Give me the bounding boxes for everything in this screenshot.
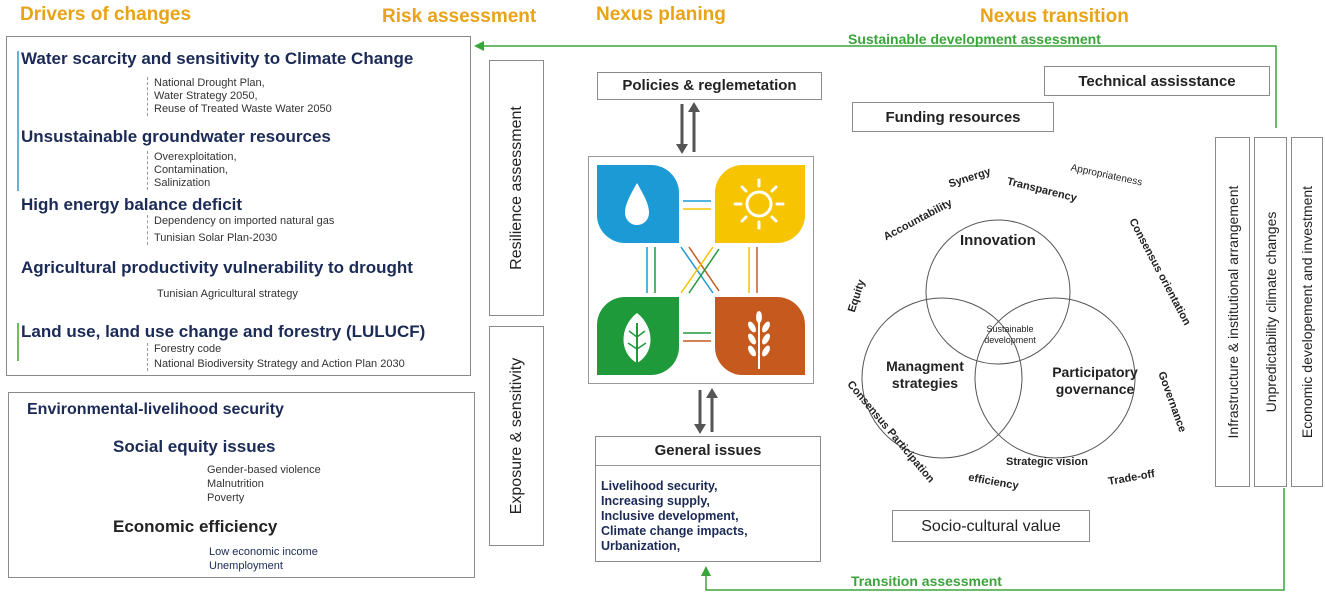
transition-assessment-label: Transition assessment (851, 573, 1002, 589)
venn-diagram (861, 219, 1136, 459)
economic-development-label: Economic developement and investment (1299, 185, 1315, 439)
up-arrow-head (706, 388, 718, 398)
issue-item: Increasing supply, (601, 494, 710, 508)
sun-tile (714, 165, 805, 243)
driver-item: Tunisian Solar Plan-2030 (154, 232, 278, 244)
general-exchange-arrows (694, 388, 718, 434)
driver-item: Reuse of Treated Waste Water 2050 (154, 103, 332, 115)
issue-item: Livelihood security, (601, 479, 718, 493)
sustainable-assessment-label: Sustainable development assessment (848, 31, 1101, 47)
driver-title-agriculture: Agricultural productivity vulnerability … (21, 258, 413, 277)
driver-item: National Drought Plan, (154, 77, 265, 89)
section-title-transition: Nexus transition (980, 6, 1129, 27)
down-arrow-head (694, 424, 706, 434)
social-item: Poverty (207, 492, 245, 504)
driver-items-water: National Drought Plan, Water Strategy 20… (147, 77, 332, 116)
economic-item: Low economic income (209, 546, 318, 558)
participatory-circle (974, 297, 1136, 459)
down-arrow-head (676, 144, 688, 154)
innovation-label: Innovation (960, 232, 1036, 249)
driver-item: Water Strategy 2050, (154, 90, 258, 102)
driver-item: Salinization (154, 177, 211, 189)
unpredictability-box: Unpredictability climate changes (1254, 137, 1287, 487)
nexus-tiles-box (588, 156, 814, 384)
social-equity-items: Gender-based violence Malnutrition Pover… (207, 463, 321, 505)
issue-item: Climate change impacts, (601, 524, 748, 538)
nexus-tiles-svg (597, 165, 805, 375)
driver-items-energy: Dependency on imported natural gas Tunis… (147, 215, 334, 245)
sun-icon (733, 178, 785, 230)
wheat-icon (748, 311, 770, 369)
driver-item: Overexploitation, (154, 151, 237, 163)
driver-title-groundwater: Unsustainable groundwater resources (21, 127, 331, 146)
economic-item: Unemployment (209, 560, 283, 572)
general-issues-box: General issues Livelihood security, Incr… (595, 436, 821, 562)
issue-item: Inclusive development, (601, 509, 739, 523)
driver-item: National Biodiversity Strategy and Actio… (154, 358, 405, 370)
sustainable-center-label: Sustainable development (984, 324, 1036, 345)
security-box: Environmental-livelihood security Social… (8, 392, 475, 578)
drivers-accent-bar-blue (17, 51, 19, 191)
drivers-accent-bar-green (17, 323, 19, 361)
nexus-connector-arrows (646, 200, 758, 342)
driver-title-water: Water scarcity and sensitivity to Climat… (21, 49, 414, 68)
principle-strategic-vision: Strategic vision (1006, 456, 1088, 468)
sustainable-assessment-line (480, 45, 1277, 128)
transition-assessment-arrowhead (701, 566, 711, 576)
sustainable-assessment-arrowhead (474, 41, 484, 51)
economic-efficiency-items: Low economic income Unemployment (209, 545, 318, 573)
socio-cultural-box: Socio-cultural value (892, 510, 1090, 542)
section-title-risk: Risk assessment (382, 6, 537, 27)
driver-item: Dependency on imported natural gas (154, 215, 335, 227)
leaf-icon (623, 313, 651, 369)
driver-item: Contamination, (154, 164, 228, 176)
section-title-drivers: Drivers of changes (20, 4, 192, 25)
resilience-assessment-box: Resilience assessment (489, 60, 544, 316)
social-equity-title: Social equity issues (113, 437, 276, 456)
water-drop-icon (625, 183, 649, 225)
innovation-circle (925, 219, 1071, 365)
general-issues-list: Livelihood security, Increasing supply, … (601, 479, 748, 554)
funding-resources-box: Funding resources (852, 102, 1054, 132)
driver-title-energy: High energy balance deficit (21, 195, 243, 214)
driver-title-lulucf: Land use, land use change and forestry (… (21, 322, 426, 341)
managment-circle (861, 297, 1023, 459)
driver-item-agriculture: Tunisian Agricultural strategy (157, 288, 298, 300)
technical-assistance-box: Technical assisstance (1044, 66, 1270, 96)
policies-exchange-arrows (676, 102, 700, 154)
managment-label: Managment strategies (886, 358, 964, 391)
transition-assessment-line (705, 488, 1285, 591)
driver-items-groundwater: Overexploitation, Contamination, Saliniz… (147, 151, 237, 190)
infrastructure-label: Infrastructure & institutional arrangeme… (1224, 185, 1241, 439)
driver-item: Forestry code (154, 343, 222, 355)
drivers-box: Water scarcity and sensitivity to Climat… (6, 36, 471, 376)
economic-development-box: Economic developement and investment (1291, 137, 1323, 487)
social-item: Malnutrition (207, 478, 264, 490)
issue-item: Urbanization, (601, 539, 681, 553)
policies-box: Policies & reglemetation (597, 72, 822, 100)
participatory-label: Participatory governance (1052, 364, 1138, 397)
economic-efficiency-title: Economic efficiency (113, 517, 278, 536)
driver-items-lulucf: Forestry code National Biodiversity Stra… (147, 343, 405, 371)
general-issues-title: General issues (596, 437, 820, 466)
social-item: Gender-based violence (207, 464, 321, 476)
section-title-planing: Nexus planing (596, 4, 726, 25)
infrastructure-box: Infrastructure & institutional arrangeme… (1215, 137, 1250, 487)
unpredictability-label: Unpredictability climate changes (1262, 211, 1279, 413)
security-title: Environmental-livelihood security (27, 401, 284, 418)
up-arrow-head (688, 102, 700, 112)
exposure-sensitivity-box: Exposure & sensitivity (489, 326, 544, 546)
